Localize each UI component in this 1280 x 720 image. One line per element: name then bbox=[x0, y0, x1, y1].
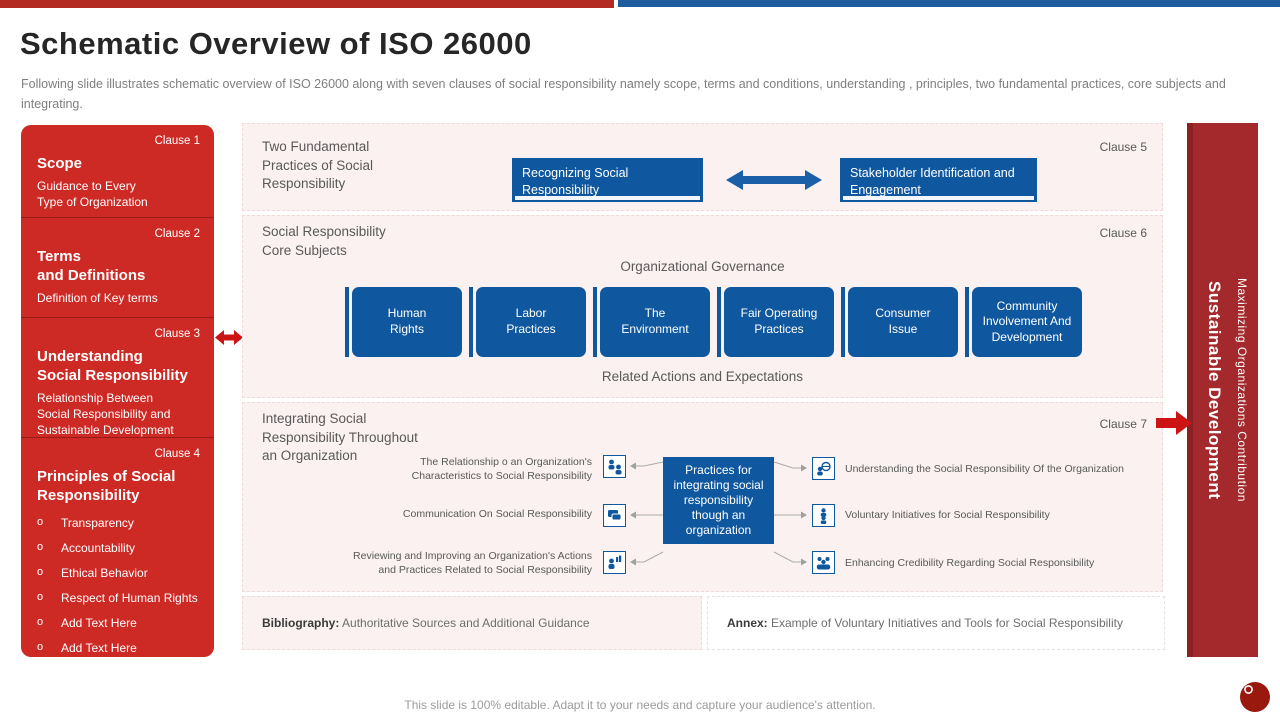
recognizing-social-responsibility-box: Recognizing Social Responsibility bbox=[512, 158, 703, 202]
bibliography-label: Bibliography: bbox=[262, 616, 340, 630]
sustainable-development-bar: Maximizing Organizations Contribution Su… bbox=[1187, 123, 1258, 657]
red-right-arrow-icon bbox=[1156, 411, 1192, 435]
core-subject-item: The Environment bbox=[593, 287, 710, 357]
core-subject-box: Fair Operating Practices bbox=[724, 287, 834, 357]
bullet-text: Accountability bbox=[61, 540, 136, 555]
clause-7-left-item: Communication On Social Responsibility bbox=[402, 508, 592, 520]
clause-7-right-item: Enhancing Credibility Regarding Social R… bbox=[845, 557, 1095, 569]
bibliography-panel bbox=[242, 596, 702, 650]
accent-bar bbox=[965, 287, 969, 357]
blue-double-arrow-icon bbox=[726, 170, 822, 190]
clause-3-title: Understanding Social Responsibility bbox=[37, 347, 188, 384]
bullet-text: Add Text Here bbox=[61, 615, 137, 630]
clause-7-right-item: Voluntary Initiatives for Social Respons… bbox=[845, 509, 1050, 521]
clause-7-tag: Clause 7 bbox=[1099, 417, 1147, 431]
core-subjects-row: Human Rights Labor Practices The Environ… bbox=[345, 287, 1082, 357]
understanding-organization-icon bbox=[812, 457, 835, 480]
clause-2-label: Clause 2 bbox=[154, 228, 200, 240]
bullet-item: o Accountability bbox=[37, 541, 200, 555]
sidebar-section-clause-1: Clause 1 Scope Guidance to Every Type of… bbox=[21, 125, 214, 218]
accent-bar bbox=[841, 287, 845, 357]
bullet-item: o Add Text Here bbox=[37, 641, 200, 655]
clause-3-desc: Relationship Between Social Responsibili… bbox=[37, 390, 174, 438]
clause-1-desc: Guidance to Every Type of Organization bbox=[37, 179, 148, 210]
clauses-sidebar: Clause 1 Scope Guidance to Every Type of… bbox=[21, 125, 214, 657]
brand-logo bbox=[1240, 682, 1270, 712]
accent-bar bbox=[593, 287, 597, 357]
sidebar-section-clause-4: Clause 4 Principles of Social Responsibi… bbox=[21, 438, 214, 665]
bullet-marker: o bbox=[37, 615, 44, 628]
core-subject-item: Human Rights bbox=[345, 287, 462, 357]
core-subject-box: Labor Practices bbox=[476, 287, 586, 357]
bullet-item: o Transparency bbox=[37, 516, 200, 530]
bullet-marker: o bbox=[37, 515, 44, 528]
bullet-text: Transparency bbox=[61, 515, 134, 530]
clause-4-label: Clause 4 bbox=[154, 447, 200, 460]
clause-2-desc: Definition of Key terms bbox=[37, 291, 158, 306]
top-accent-bar-blue bbox=[618, 0, 1280, 7]
page-title: Schematic Overview of ISO 26000 bbox=[20, 26, 532, 61]
bullet-marker: o bbox=[37, 640, 44, 653]
annex-line: Annex: Example of Voluntary Initiatives … bbox=[727, 616, 1123, 630]
bullet-text: Respect of Human Rights bbox=[61, 590, 198, 605]
clause-3-label: Clause 3 bbox=[154, 327, 200, 340]
clause-7-left-item: The Relationship o an Organization's Cha… bbox=[411, 456, 592, 482]
clause-5-tag: Clause 5 bbox=[1099, 140, 1147, 154]
clause-7-heading: Integrating Social Responsibility Throug… bbox=[262, 411, 418, 464]
core-subject-item: Fair Operating Practices bbox=[717, 287, 834, 357]
annex-text: Example of Voluntary Initiatives and Too… bbox=[767, 616, 1123, 630]
bullet-item: o Respect of Human Rights bbox=[37, 591, 200, 605]
stakeholder-identification-box: Stakeholder Identification and Engagemen… bbox=[840, 158, 1037, 202]
accent-bar bbox=[469, 287, 473, 357]
core-subject-item: Labor Practices bbox=[469, 287, 586, 357]
clause-4-title: Principles of Social Responsibility bbox=[37, 467, 176, 504]
annex-panel bbox=[707, 596, 1165, 650]
rightbar-title: Sustainable Development bbox=[1205, 280, 1224, 500]
core-subject-box: The Environment bbox=[600, 287, 710, 357]
core-subject-item: Community Involvement And Development bbox=[965, 287, 1082, 357]
clause-6-heading: Social Responsibility Core Subjects bbox=[262, 224, 386, 258]
communication-icon bbox=[603, 504, 626, 527]
core-subject-box: Community Involvement And Development bbox=[972, 287, 1082, 357]
clause-5-heading: Two Fundamental Practices of Social Resp… bbox=[262, 139, 374, 192]
clause-1-label: Clause 1 bbox=[154, 135, 200, 147]
accent-bar bbox=[345, 287, 349, 357]
bullet-text: Ethical Behavior bbox=[61, 565, 148, 580]
sidebar-section-clause-2: Clause 2 Terms and Definitions Definitio… bbox=[21, 218, 214, 318]
red-double-arrow-icon bbox=[215, 330, 243, 345]
rightbar-subtitle: Maximizing Organizations Contribution bbox=[1235, 278, 1249, 502]
integration-practices-box: Practices for integrating social respons… bbox=[663, 457, 774, 544]
accent-bar bbox=[717, 287, 721, 357]
bullet-text: Add Text Here bbox=[61, 640, 137, 655]
bibliography-line: Bibliography: Authoritative Sources and … bbox=[262, 616, 590, 630]
top-accent-bar-red bbox=[0, 0, 614, 8]
footer-note: This slide is 100% editable. Adapt it to… bbox=[404, 698, 876, 712]
core-subject-box: Consumer Issue bbox=[848, 287, 958, 357]
clause-7-right-item: Understanding the Social Responsibility … bbox=[845, 463, 1124, 475]
voluntary-initiatives-icon bbox=[812, 504, 835, 527]
related-actions-caption: Related Actions and Expectations bbox=[601, 369, 804, 384]
bullet-item: o Ethical Behavior bbox=[37, 566, 200, 580]
enhancing-credibility-icon bbox=[812, 551, 835, 574]
clause-2-title: Terms and Definitions bbox=[37, 248, 146, 285]
bullet-marker: o bbox=[37, 540, 44, 553]
annex-label: Annex: bbox=[727, 616, 768, 630]
core-subject-item: Consumer Issue bbox=[841, 287, 958, 357]
core-subject-box: Human Rights bbox=[352, 287, 462, 357]
bibliography-text: Authoritative Sources and Additional Gui… bbox=[339, 616, 590, 630]
clause-1-title: Scope bbox=[37, 155, 83, 172]
clause-7-left-item: Reviewing and Improving an Organization'… bbox=[353, 550, 592, 576]
reviewing-improving-icon bbox=[603, 551, 626, 574]
organization-characteristics-icon bbox=[603, 455, 626, 478]
page-subtitle: Following slide illustrates schematic ov… bbox=[21, 77, 1226, 111]
bullet-item: o Add Text Here bbox=[37, 616, 200, 630]
clause-6-tag: Clause 6 bbox=[1099, 226, 1147, 240]
bullet-marker: o bbox=[37, 565, 44, 578]
clause-7-connectors bbox=[630, 461, 807, 566]
sidebar-section-clause-3: Clause 3 Understanding Social Responsibi… bbox=[21, 318, 214, 438]
bullet-marker: o bbox=[37, 590, 44, 603]
organizational-governance-caption: Organizational Governance bbox=[620, 259, 785, 274]
